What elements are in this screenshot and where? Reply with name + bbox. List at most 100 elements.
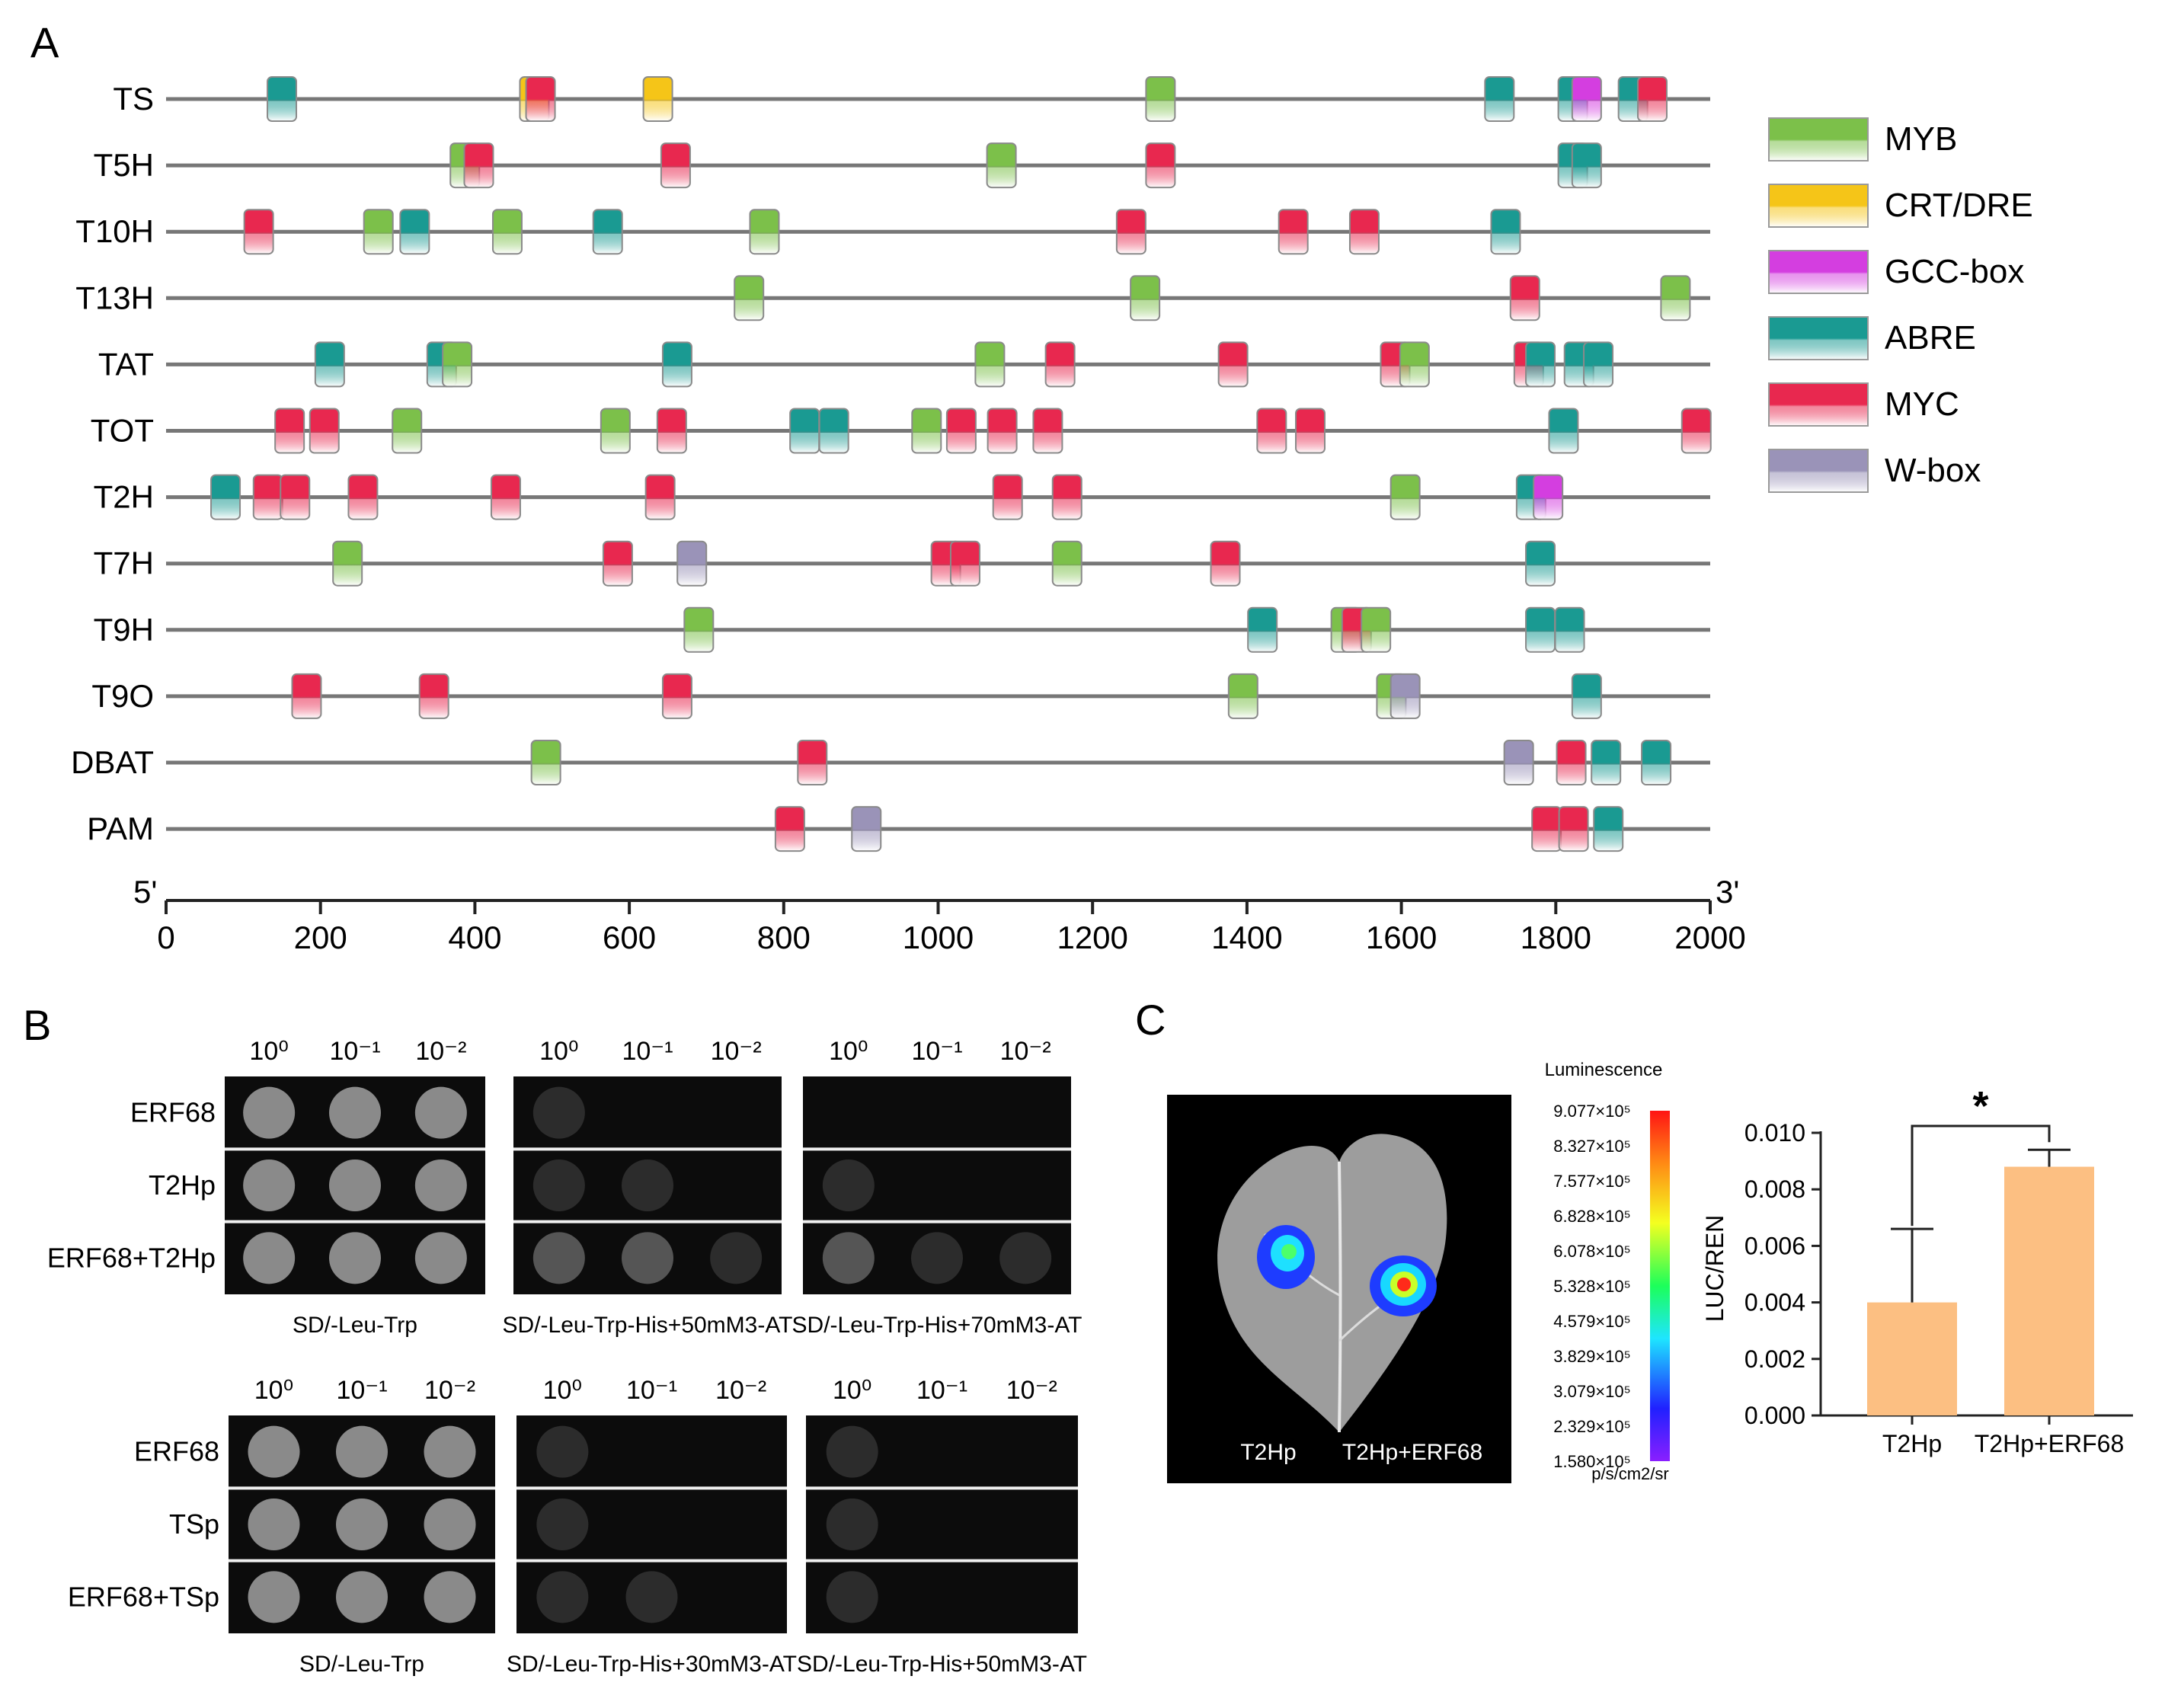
- axis-tick-label: 200: [294, 920, 347, 955]
- yeast-spot: [532, 1159, 585, 1211]
- legend-label: MYC: [1885, 385, 1959, 423]
- gene-label: PAM: [87, 811, 154, 846]
- yeast-spot: [243, 1159, 296, 1211]
- element-myc: [644, 474, 676, 520]
- colorbar-tick-label: 4.579×10⁵: [1553, 1312, 1631, 1331]
- axis-5prime-label: 5': [133, 874, 157, 910]
- panel-c: C T2Hp T2Hp+ERF68 Luminescence 9.: [1135, 996, 2133, 1483]
- legend-label: GCC-box: [1885, 253, 2024, 290]
- legend-swatch: [1768, 449, 1869, 493]
- element-abre: [1525, 606, 1556, 653]
- medium-label: SD/-Leu-Trp: [293, 1313, 417, 1338]
- element-myc: [949, 540, 980, 587]
- chart-ytick-label: 0.006: [1744, 1232, 1805, 1259]
- colorbar-tick-label: 6.078×10⁵: [1553, 1242, 1631, 1261]
- panel-b-label: B: [23, 1001, 51, 1049]
- dilution-label: 10⁰: [249, 1037, 288, 1066]
- chart-ytick-label: 0.002: [1744, 1345, 1805, 1373]
- gene-row-t7h: T7H: [94, 540, 1710, 587]
- element-abre: [399, 209, 430, 255]
- yeast-spot: [826, 1571, 878, 1623]
- element-myb: [974, 341, 1006, 388]
- legend-item-abre: ABRE: [1768, 316, 1976, 360]
- chart-ytick-label: 0.000: [1744, 1402, 1805, 1429]
- element-abre: [1548, 408, 1579, 454]
- element-myb: [1051, 540, 1082, 587]
- yeast-spot: [999, 1232, 1052, 1284]
- dilution-label: 10⁰: [829, 1037, 868, 1066]
- legend-item-crt-dre: CRT/DRE: [1768, 184, 2033, 228]
- chart-ytick-label: 0.008: [1744, 1175, 1805, 1203]
- chart-ylabel: LUC/REN: [1701, 1215, 1728, 1322]
- legend-swatch: [1768, 117, 1869, 162]
- element-myb: [1390, 474, 1421, 520]
- dilution-label: 10⁰: [543, 1376, 582, 1405]
- gene-label: T13H: [75, 280, 154, 315]
- element-myb: [530, 740, 561, 785]
- element-myc: [252, 474, 283, 520]
- plate-sd-leu-trp-his-30mm3-at: [516, 1415, 787, 1633]
- gene-row-dbat: DBAT: [71, 740, 1710, 785]
- element-w-box: [676, 540, 708, 587]
- panel-c-label: C: [1135, 996, 1166, 1044]
- dilution-label: 10⁻¹: [329, 1037, 380, 1066]
- element-myc: [463, 142, 494, 189]
- colorbar-tick-label: 1.580×10⁵: [1553, 1452, 1631, 1471]
- element-myc: [291, 673, 322, 719]
- medium-label: SD/-Leu-Trp: [299, 1652, 424, 1677]
- gene-label: TAT: [98, 346, 154, 382]
- yeast-spot: [424, 1571, 476, 1623]
- yeast-spot: [424, 1425, 476, 1478]
- legend-label: CRT/DRE: [1885, 187, 2033, 224]
- luc-ren-bar-chart: LUC/REN 0.0000.0020.0040.0060.0080.010T2…: [1701, 1083, 2133, 1457]
- element-w-box: [1390, 673, 1421, 719]
- yeast-spot: [329, 1086, 381, 1139]
- colorbar-tick-label: 3.079×10⁵: [1553, 1382, 1631, 1401]
- chart-xtick-label: T2Hp: [1882, 1430, 1942, 1457]
- element-myc: [309, 408, 340, 454]
- yeast-spot: [414, 1232, 467, 1284]
- dilution-label: 10⁻¹: [911, 1037, 962, 1066]
- element-abre: [1525, 341, 1556, 388]
- gene-label: T5H: [94, 147, 154, 183]
- element-myc: [1636, 76, 1668, 122]
- yeast-spot: [826, 1498, 878, 1550]
- yeast-spot: [336, 1498, 388, 1550]
- element-myc: [1295, 408, 1326, 454]
- panel-a: A TST5HT10HT13HTATTOTT2HT7HT9HT9ODBATPAM…: [30, 18, 2033, 955]
- legend-swatch: [1768, 184, 1869, 228]
- strain-label: T2Hp: [149, 1169, 216, 1201]
- element-myb: [600, 408, 631, 454]
- dilution-label: 10⁰: [539, 1037, 578, 1066]
- gene-label: T2H: [94, 479, 154, 515]
- element-myc: [1681, 408, 1712, 454]
- element-abre: [314, 341, 345, 388]
- element-abre: [267, 76, 298, 122]
- colorbar-tick-label: 6.828×10⁵: [1553, 1207, 1631, 1226]
- element-myc: [1556, 740, 1587, 785]
- dilution-label: 10⁻¹: [916, 1376, 967, 1405]
- legend-swatch: [1768, 250, 1869, 294]
- strain-label: ERF68: [134, 1436, 219, 1467]
- axis-tick-label: 400: [448, 920, 501, 955]
- element-myc: [797, 740, 828, 785]
- dilution-label: 10⁻²: [1006, 1376, 1057, 1405]
- element-myc: [660, 142, 691, 189]
- element-myb: [332, 540, 363, 587]
- yeast-spot: [329, 1232, 381, 1284]
- strain-label: ERF68+TSp: [68, 1581, 219, 1612]
- dilution-label: 10⁻²: [415, 1037, 466, 1066]
- medium-label: SD/-Leu-Trp-His+50mM3-AT: [503, 1313, 793, 1338]
- colorbar-tick-label: 7.577×10⁵: [1553, 1172, 1631, 1191]
- yeast-spot: [414, 1159, 467, 1211]
- gene-row-tat: TAT: [98, 341, 1710, 388]
- element-abre: [1484, 76, 1515, 122]
- element-myc: [602, 540, 633, 587]
- image-label-t2hp: T2Hp: [1240, 1440, 1296, 1465]
- dilution-label: 10⁻²: [711, 1037, 762, 1066]
- legend-item-myb: MYB: [1768, 117, 1957, 162]
- element-myc: [525, 76, 556, 122]
- yeast-spot: [248, 1571, 300, 1623]
